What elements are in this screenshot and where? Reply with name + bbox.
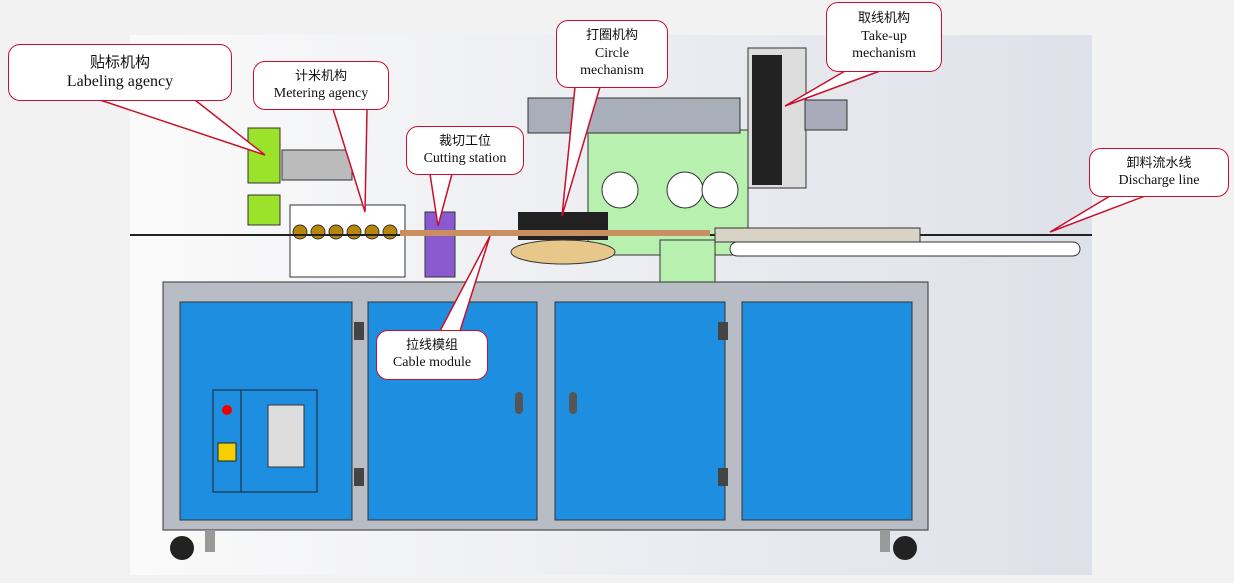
- callout-en: Discharge line: [1118, 172, 1200, 188]
- callout-cn: 贴标机构: [89, 53, 150, 72]
- cabinet-door: [554, 301, 726, 521]
- label-roll: [247, 127, 281, 184]
- callout-takeup-mechanism: 取线机构 Take-up mechanism: [826, 2, 942, 72]
- callout-cable-module: 拉线模组 Cable module: [376, 330, 488, 380]
- callout-cn: 卸料流水线: [1126, 155, 1192, 171]
- callout-en: Labeling agency: [66, 72, 174, 90]
- callout-en: Take-up: [861, 28, 907, 44]
- discharge-table: [714, 227, 921, 243]
- callout-en: Metering agency: [273, 85, 369, 101]
- air-filter-regulator: [267, 404, 305, 468]
- indicator-light: [222, 405, 232, 415]
- cutting-station: [424, 211, 456, 278]
- callout-cn: 拉线模组: [405, 338, 458, 354]
- discharge-conveyor: [729, 241, 1081, 257]
- callout-en: mechanism: [852, 46, 916, 62]
- callout-cn: 裁切工位: [438, 133, 491, 149]
- callout-metering-agency: 计米机构 Metering agency: [253, 61, 389, 110]
- aluminum-rail: [527, 97, 741, 134]
- callout-en: Circle: [594, 45, 630, 61]
- callout-cn: 取线机构: [857, 11, 910, 27]
- callout-cn: 打圈机构: [585, 28, 638, 44]
- callout-cutting-station: 裁切工位 Cutting station: [406, 126, 524, 175]
- callout-en: Cable module: [392, 355, 472, 371]
- casters: [170, 536, 917, 560]
- callout-labeling-agency: 贴标机构 Labeling agency: [8, 44, 232, 101]
- callout-discharge-line: 卸料流水线 Discharge line: [1089, 148, 1229, 197]
- callout-en: Cutting station: [423, 150, 507, 166]
- power-switch: [217, 442, 237, 462]
- callout-cn: 计米机构: [294, 68, 347, 84]
- metering-unit: [289, 204, 406, 278]
- callout-en: mechanism: [580, 63, 644, 79]
- callout-circle-mechanism: 打圈机构 Circle mechanism: [556, 20, 668, 88]
- cabinet-door: [741, 301, 913, 521]
